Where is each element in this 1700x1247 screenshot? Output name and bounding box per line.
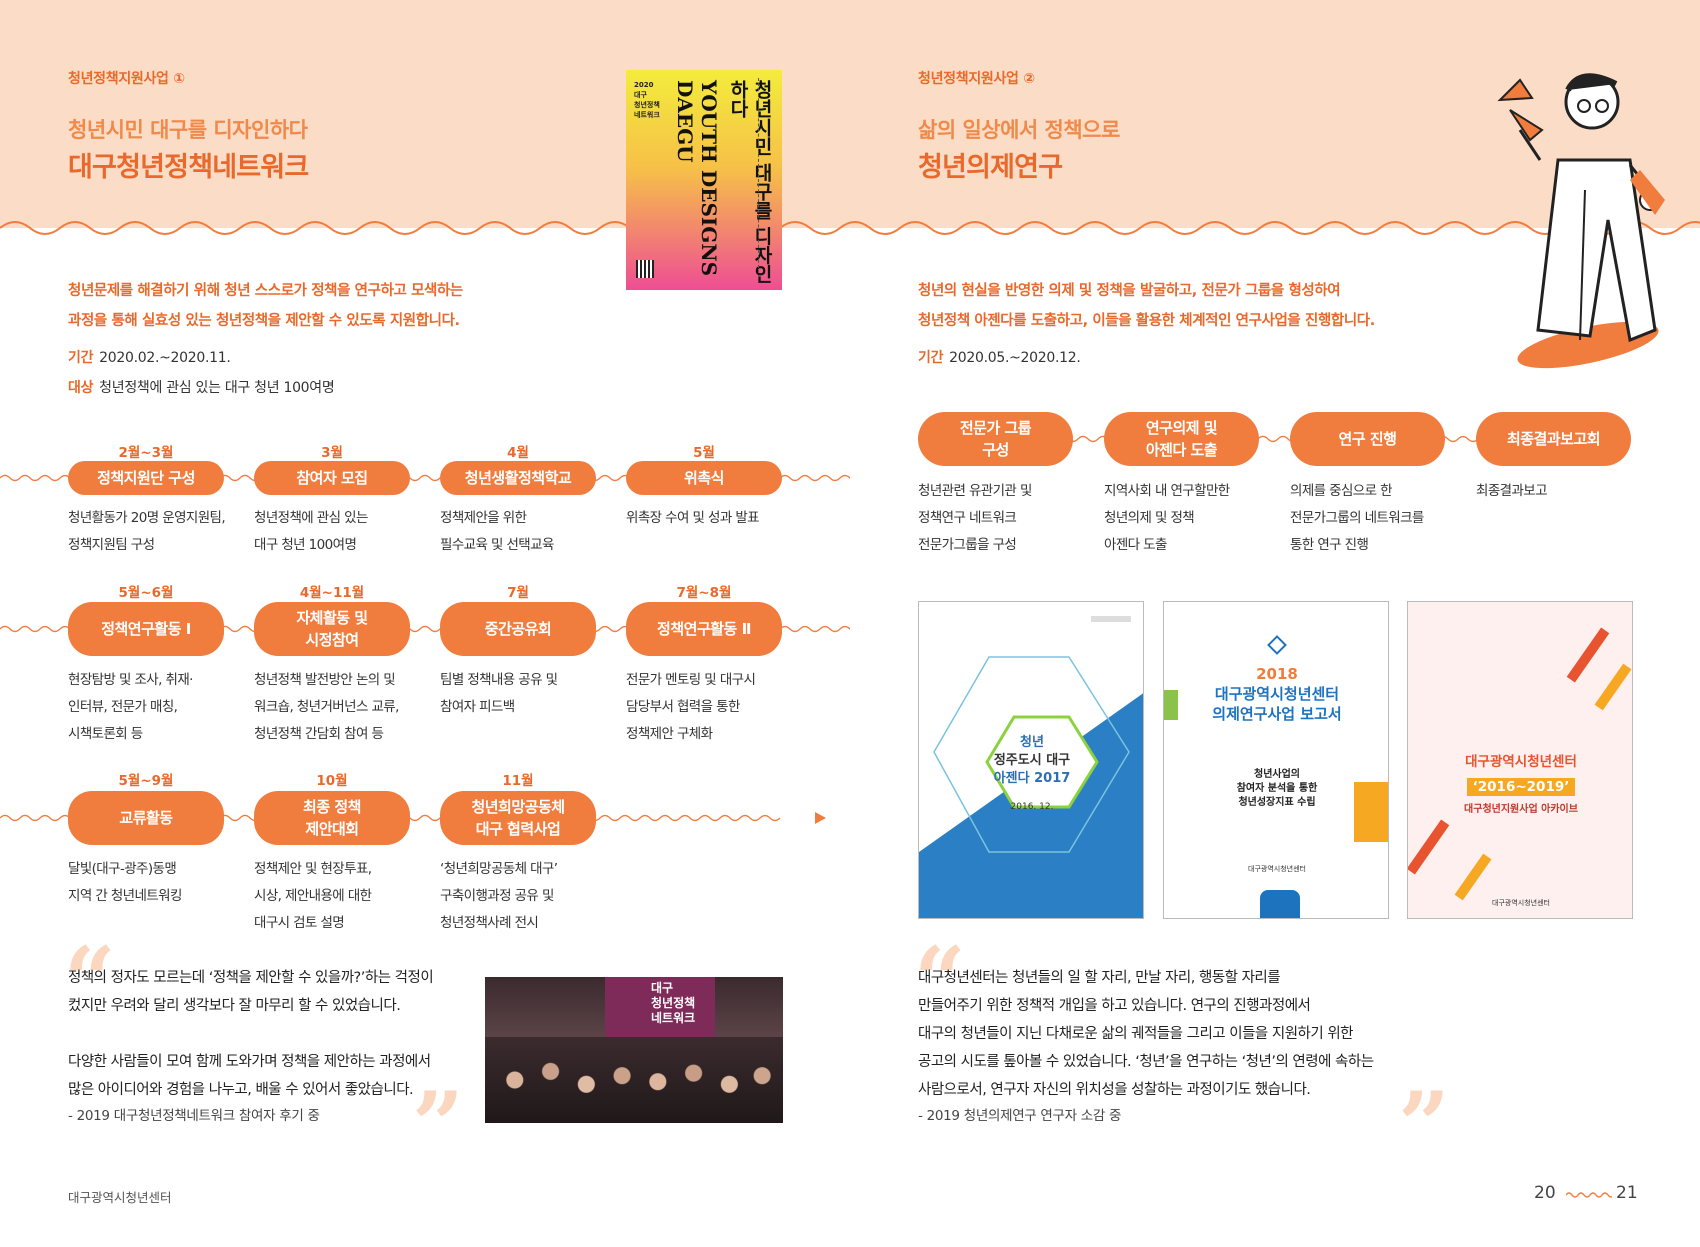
- left-section-label: 청년정책지원사업 ①: [68, 71, 185, 87]
- step-5-pill: 정책연구활동 Ⅰ: [68, 602, 224, 656]
- report-cover-archive: 대구광역시청년센터 ‘2016~2019’ 대구청년지원사업 아카이브 대구광역…: [1407, 601, 1633, 919]
- step-2-pill: 참여자 모집: [254, 461, 410, 495]
- left-title: 대구청년정책네트워크: [68, 152, 309, 183]
- step-4-month: 5월: [693, 445, 715, 461]
- step-8-month: 7월~8월: [676, 585, 732, 601]
- close-quote-icon: ”: [412, 1072, 464, 1178]
- step-1-month: 2월~3월: [118, 445, 174, 461]
- process-4-desc: 최종결과보고: [1476, 483, 1548, 499]
- poster-kr-title: 청년시민 대구를 디자인하다: [727, 80, 773, 284]
- left-intro: 청년문제를 해결하기 위해 청년 스스로가 정책을 연구하고 모색하는 과정을 …: [68, 283, 463, 329]
- step-11-month: 11월: [502, 773, 534, 789]
- step-7-month: 7월: [507, 585, 529, 601]
- page-number-left: 20: [1534, 1183, 1556, 1203]
- right-quote: 대구청년센터는 청년들의 일 할 자리, 만날 자리, 행동할 자리를 만들어주…: [918, 970, 1374, 1098]
- step-5-month: 5월~6월: [118, 585, 174, 601]
- step-6-month: 4월~11월: [299, 585, 365, 601]
- step-1-pill: 정책지원단 구성: [68, 461, 224, 495]
- poster-en-title-1: YOUTH DESIGNS: [697, 80, 721, 277]
- step-2-month: 3월: [321, 445, 343, 461]
- step-5-desc: 현장탐방 및 조사, 취재·인터뷰, 전문가 매칭,시책토론회 등: [68, 672, 193, 742]
- right-quote-source: - 2019 청년의제연구 연구자 소감 중: [918, 1108, 1122, 1124]
- header-wave: [0, 206, 1700, 235]
- group-photo: 대구 청년정책 네트워크: [485, 977, 783, 1123]
- left-subtitle: 청년시민 대구를 디자인하다: [68, 118, 308, 142]
- report-cover-2017: 청년 정주도시 대구 아젠다 2017 2016. 12.: [918, 601, 1144, 919]
- right-subtitle: 삶의 일상에서 정책으로: [918, 118, 1120, 142]
- poster-en-title-2: DAEGU: [673, 80, 697, 163]
- right-section-label: 청년정책지원사업 ②: [918, 71, 1035, 87]
- step-4-pill: 위촉식: [626, 461, 782, 495]
- page-number-right: 21: [1616, 1183, 1638, 1203]
- left-quote-source: - 2019 대구청년정책네트워크 참여자 후기 중: [68, 1108, 320, 1124]
- right-title: 청년의제연구: [918, 152, 1063, 183]
- step-1-desc: 청년활동가 20명 운영지원팀,정책지원팀 구성: [68, 510, 226, 553]
- qr-code-icon: [636, 260, 654, 278]
- page-divider-wave: [1566, 1192, 1612, 1198]
- left-quote: 정책의 정자도 모르는데 ‘정책을 제안할 수 있을까?’하는 걱정이 컸지만 …: [68, 970, 434, 1098]
- close-quote-icon-right: ”: [1398, 1072, 1450, 1178]
- open-quote-icon: “: [64, 927, 116, 1033]
- step-3-pill: 청년생활정책학교: [440, 461, 596, 495]
- step-9-pill: 교류활동: [68, 791, 224, 845]
- header-band: [0, 0, 1700, 228]
- step-10-month: 10월: [316, 773, 348, 789]
- step-4-desc: 위촉장 수여 및 성과 발표: [626, 510, 760, 526]
- scientist-illustration: [1497, 73, 1665, 369]
- report-cover-2018: 2018 대구광역시청년센터 의제연구사업 보고서 청년사업의 참여자 분석을 …: [1163, 601, 1389, 919]
- process-3-pill: 연구 진행: [1290, 412, 1445, 466]
- step-9-month: 5월~9월: [118, 773, 174, 789]
- step-8-pill: 정책연구활동 Ⅱ: [626, 602, 782, 656]
- footer-org: 대구광역시청년센터: [68, 1190, 172, 1205]
- right-intro: 청년의 현실을 반영한 의제 및 정책을 발굴하고, 전문가 그룹을 형성하여 …: [918, 283, 1375, 329]
- step-3-month: 4월: [507, 445, 529, 461]
- youth-designs-daegu-poster: 2020 대구 청년정책 네트워크 YOUTH DESIGNS DAEGU 청년…: [626, 70, 782, 290]
- open-quote-icon-right: “: [914, 927, 966, 1033]
- step-7-pill: 중간공유회: [440, 602, 596, 656]
- process-4-pill: 최종결과보고회: [1476, 412, 1631, 466]
